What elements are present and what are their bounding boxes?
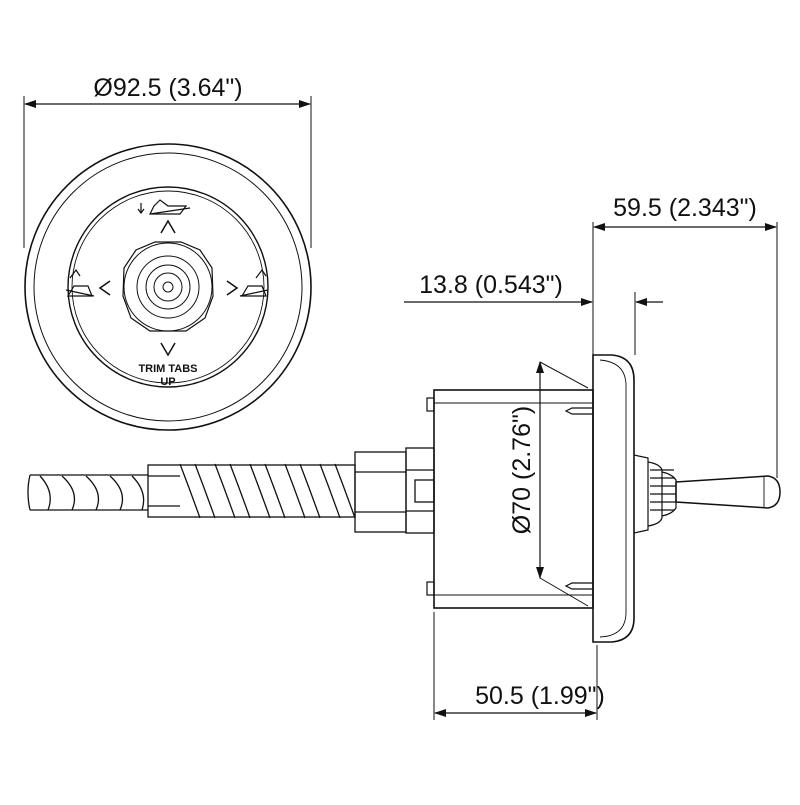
front-diameter-label: Ø92.5 (3.64")	[93, 74, 242, 102]
arrow-down-icon	[160, 342, 176, 357]
side-view: 59.5 (2.343") 13.8 (0.543") Ø70 (2.76")	[27, 194, 781, 720]
boot-octagon	[122, 241, 214, 332]
cable-spring	[147, 463, 356, 519]
face-plate-circle	[67, 186, 269, 388]
screw-bottom	[426, 581, 435, 596]
stud-top	[564, 407, 593, 415]
body-depth-label: 50.5 (1.99")	[475, 682, 605, 710]
up-label: UP	[160, 376, 175, 388]
body-diameter-label: Ø70 (2.76")	[508, 406, 536, 534]
front-view: Ø92.5 (3.64")	[23, 74, 312, 431]
boat-bow-down-icon	[137, 199, 191, 215]
rear-fitting	[354, 447, 435, 534]
lever-handle	[675, 475, 781, 509]
lever-tip-circle	[162, 281, 174, 293]
cable	[27, 474, 148, 511]
lever-boot	[633, 454, 677, 534]
front-diameter-dimension: Ø92.5 (3.64")	[23, 74, 312, 248]
arrow-left-icon	[98, 280, 111, 296]
bezel-thickness-label: 13.8 (0.543")	[419, 271, 563, 299]
boot-ring-2	[136, 255, 200, 319]
boat-port-icon	[65, 268, 95, 297]
boat-starboard-icon	[239, 268, 269, 297]
total-depth-dimension: 59.5 (2.343")	[592, 194, 778, 478]
boot-ring-3	[145, 264, 191, 310]
face-plate-inner-circle	[71, 190, 265, 384]
trim-tabs-label: TRIM TABS	[138, 363, 197, 375]
bezel-inner-circle	[33, 152, 303, 422]
boot-ring-4	[153, 272, 183, 302]
bezel-thickness-dimension: 13.8 (0.543")	[404, 271, 663, 355]
arrow-right-icon	[226, 280, 239, 296]
arrow-up-icon	[160, 219, 176, 234]
body-diameter-dimension: Ø70 (2.76")	[508, 361, 589, 607]
screw-top	[426, 397, 435, 412]
bezel-outer-circle	[24, 143, 312, 431]
boot-ring-1	[123, 242, 213, 332]
body-depth-dimension: 50.5 (1.99")	[433, 612, 605, 720]
stud-bottom	[564, 582, 593, 590]
bezel-side-profile	[592, 354, 635, 643]
total-depth-label: 59.5 (2.343")	[613, 194, 757, 222]
